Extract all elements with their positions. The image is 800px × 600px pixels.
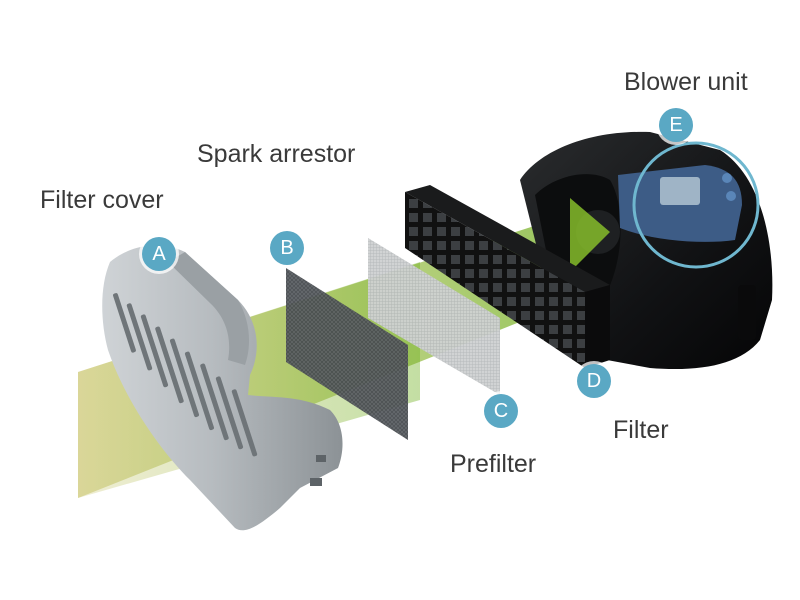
badge-b: B — [270, 231, 304, 265]
spark-arrestor — [286, 268, 408, 440]
badge-c: C — [484, 394, 518, 428]
badge-d: D — [577, 364, 611, 398]
label-prefilter: Prefilter — [450, 450, 537, 478]
badge-a: A — [142, 237, 176, 271]
label-blower-unit: Blower unit — [624, 68, 748, 96]
label-filter: Filter — [613, 416, 669, 444]
label-filter-cover: Filter cover — [40, 186, 164, 214]
filter-cover — [102, 245, 343, 531]
prefilter — [368, 238, 500, 395]
filter — [405, 185, 610, 368]
label-spark-arrestor: Spark arrestor — [197, 140, 356, 168]
badge-e: E — [659, 108, 693, 142]
